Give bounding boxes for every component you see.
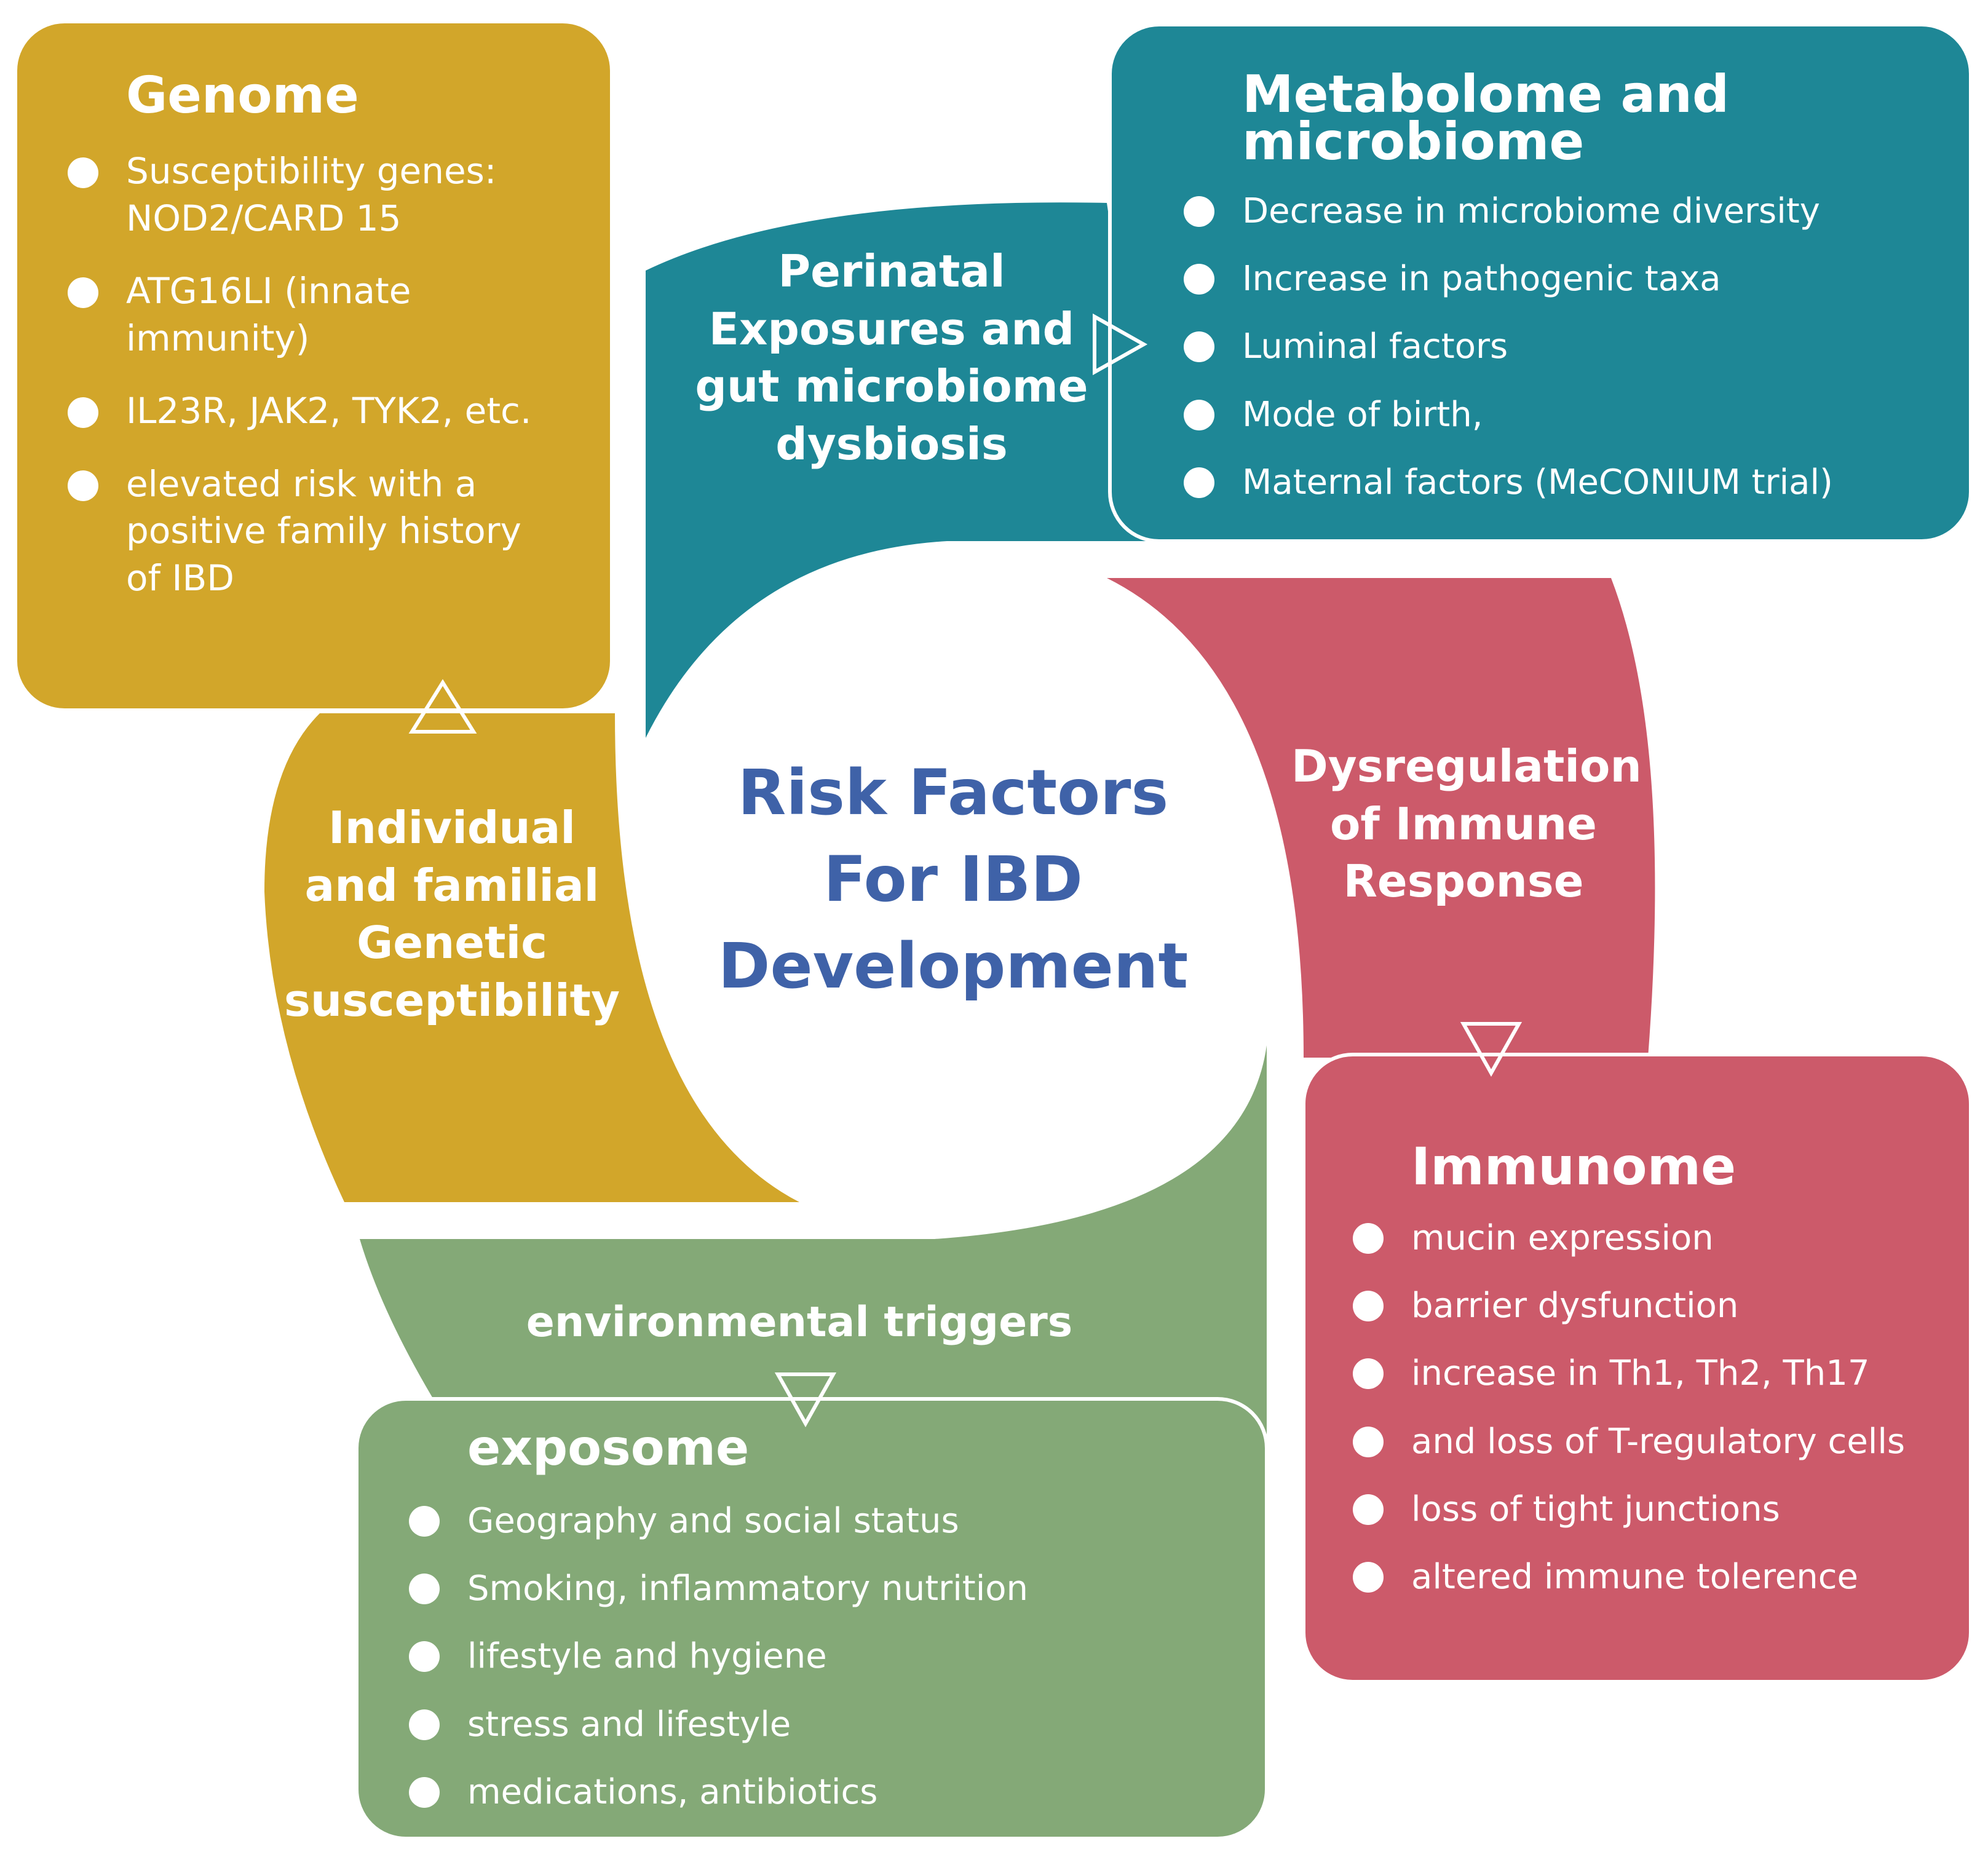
metabolome-box — [1108, 23, 1973, 543]
immunome-item: and loss of T-regulatory cells — [1353, 1421, 1962, 1462]
bullet-dot — [409, 1506, 440, 1537]
exposome-item: medications, antibiotics — [409, 1772, 1251, 1813]
metabolome-item: Decrease in microbiome diversity — [1184, 191, 1958, 232]
metabolome-list: Decrease in microbiome diversity Increas… — [1184, 191, 1958, 503]
bullet-dot — [1184, 331, 1214, 363]
bullet-dot — [68, 470, 98, 501]
bullet-dot — [1184, 196, 1214, 227]
bullet-dot — [409, 1776, 440, 1808]
immunome-item: altered immune tolerence — [1353, 1556, 1962, 1598]
genome-box — [14, 20, 614, 712]
perinatal-arc-band — [646, 202, 1156, 738]
metabolome-item: Mode of birth, — [1184, 394, 1958, 435]
perinatal-arc-label: Perinatal Exposures and gut microbiome d… — [695, 245, 1088, 470]
metabolome-item: Luminal factors — [1184, 326, 1958, 367]
exposome-box — [355, 1397, 1269, 1840]
environmental-arc-band — [360, 1045, 1267, 1507]
center-title: Risk Factors For IBD Development — [718, 756, 1189, 1003]
metabolome-item: Maternal factors (MeCONIUM trial) — [1184, 462, 1958, 503]
immune-arc-label: Dysregulation of Immune Response — [1291, 740, 1642, 908]
immune-arc-band — [1107, 578, 1655, 1058]
arrow-down-to-exposome — [774, 1372, 837, 1428]
bullet-dot — [1353, 1426, 1384, 1457]
immunome-item: barrier dysfunction — [1353, 1285, 1962, 1326]
bullet-dot — [1353, 1561, 1384, 1593]
bullet-dot — [1353, 1291, 1384, 1322]
genome-list: Susceptibility genes: NOD2/CARD 15 ATG16… — [68, 148, 596, 601]
bullet-dot — [68, 397, 98, 429]
bullet-dot — [1353, 1223, 1384, 1254]
metabolome-title: Metabolome and microbiome — [1242, 64, 1730, 172]
exposome-item: Geography and social status — [409, 1500, 1251, 1542]
arrow-up-to-genome — [408, 679, 477, 734]
metabolome-item: Increase in pathogenic taxa — [1184, 258, 1958, 299]
immunome-title: Immunome — [1411, 1136, 1737, 1197]
genome-item: elevated risk with a positive family his… — [68, 461, 596, 602]
arrow-down-to-immunome — [1460, 1022, 1523, 1077]
genome-item: ATG16LI (innate immunity) — [68, 267, 596, 362]
genetic-arc-label: Individual and familial Genetic suscepti… — [283, 802, 620, 1026]
bullet-dot — [1184, 264, 1214, 295]
genome-item: Susceptibility genes: NOD2/CARD 15 — [68, 148, 596, 242]
genome-title: Genome — [126, 66, 359, 125]
bullet-dot — [409, 1709, 440, 1740]
bullet-dot — [409, 1574, 440, 1605]
exposome-item: lifestyle and hygiene — [409, 1636, 1251, 1677]
bullet-dot — [68, 277, 98, 309]
immunome-item: increase in Th1, Th2, Th17 — [1353, 1353, 1962, 1394]
bullet-dot — [1184, 399, 1214, 430]
immunome-item: mucin expression — [1353, 1218, 1962, 1259]
center-circle — [633, 560, 1267, 1193]
exposome-list: Geography and social status Smoking, inf… — [409, 1500, 1251, 1813]
environmental-arc-label: environmental triggers — [526, 1298, 1073, 1347]
bullet-dot — [1353, 1358, 1384, 1390]
bullet-dot — [1353, 1494, 1384, 1525]
bullet-dot — [1184, 467, 1214, 498]
exposome-item: Smoking, inflammatory nutrition — [409, 1568, 1251, 1609]
immunome-box — [1302, 1053, 1973, 1684]
bullet-dot — [68, 157, 98, 188]
exposome-title: exposome — [467, 1419, 750, 1476]
arrow-right-to-metabolome — [1093, 313, 1148, 376]
genome-item: IL23R, JAK2, TYK2, etc. — [68, 387, 596, 435]
immunome-list: mucin expression barrier dysfunction inc… — [1353, 1218, 1962, 1598]
immunome-item: loss of tight junctions — [1353, 1489, 1962, 1530]
genetic-arc-band — [264, 713, 799, 1202]
exposome-item: stress and lifestyle — [409, 1704, 1251, 1745]
bullet-dot — [409, 1641, 440, 1673]
